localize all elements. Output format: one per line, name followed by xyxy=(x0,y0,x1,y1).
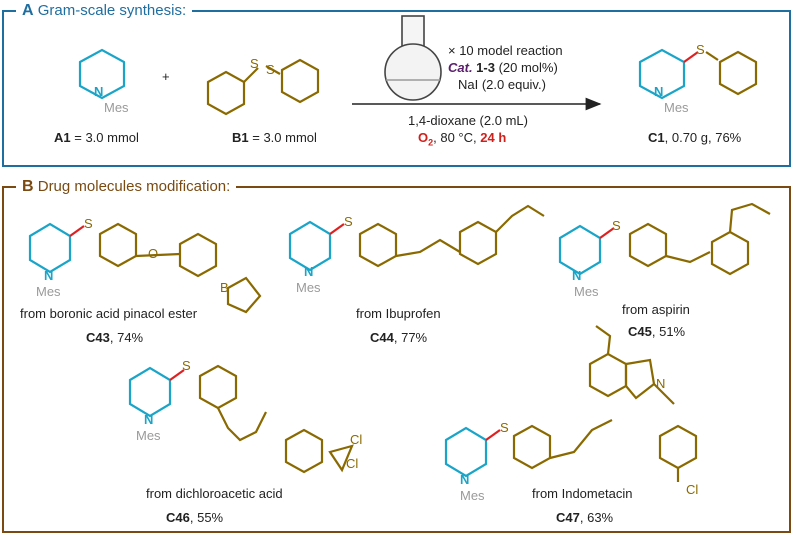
panel-b-title: B Drug molecules modification: xyxy=(16,178,237,196)
a1-nitrogen-label: N xyxy=(94,84,104,99)
c1-nitrogen-label: N xyxy=(654,84,664,99)
c45-yield: , 51% xyxy=(651,324,686,339)
a1-caption: A1 = 3.0 mmol xyxy=(54,130,139,145)
diphenyl-disulfide-b1 xyxy=(206,58,320,116)
c46-caption: C46, 55% xyxy=(166,510,223,525)
panel-a-frame xyxy=(2,10,791,167)
c1-code: C1 xyxy=(648,130,665,145)
c46-chlorine-2: Cl xyxy=(346,456,359,471)
c47-source: from Indometacin xyxy=(532,486,633,501)
molecule-c45 xyxy=(558,202,771,276)
c1-mes-label: Mes xyxy=(664,100,689,115)
molecule-c44 xyxy=(288,204,545,272)
plus-sign: + xyxy=(162,69,170,84)
condition-scale: × 10 model reaction xyxy=(448,43,563,58)
c44-source: from Ibuprofen xyxy=(356,306,441,321)
c44-nitrogen: N xyxy=(304,264,314,279)
molecule-c46 xyxy=(128,364,354,474)
c45-code: C45 xyxy=(628,324,652,339)
c1-yield: , 0.70 g, 76% xyxy=(664,130,742,145)
condition-nai: NaI (2.0 equiv.) xyxy=(458,77,546,92)
c46-source: from dichloroacetic acid xyxy=(146,486,283,501)
c44-caption: C44, 77% xyxy=(370,330,427,345)
a1-amount: = 3.0 mmol xyxy=(70,130,139,145)
c47-code: C47 xyxy=(556,510,580,525)
c46-code: C46 xyxy=(166,510,190,525)
c43-yield: , 74% xyxy=(109,330,144,345)
c43-source: from boronic acid pinacol ester xyxy=(20,306,198,321)
c43-boron: B xyxy=(220,280,229,295)
c43-caption: C43, 74% xyxy=(86,330,143,345)
c47-chlorine: Cl xyxy=(686,482,699,497)
b1-amount: = 3.0 mmol xyxy=(248,130,317,145)
flask-icon xyxy=(384,15,442,101)
condition-catalyst: Cat. 1-3 (20 mol%) xyxy=(448,60,558,75)
b1-sulfur-1: S xyxy=(250,56,259,71)
c45-source: from aspirin xyxy=(622,302,690,317)
piperidine-a1 xyxy=(78,48,126,100)
b1-caption: B1 = 3.0 mmol xyxy=(232,130,317,145)
a1-mes-label: Mes xyxy=(104,100,129,115)
c47-caption: C47, 63% xyxy=(556,510,613,525)
panel-a-title-text: Gram-scale synthesis: xyxy=(37,2,187,19)
c43-sulfur: S xyxy=(84,216,93,231)
o2-subscript: 2 xyxy=(428,137,434,148)
c45-mes: Mes xyxy=(574,284,599,299)
c45-nitrogen: N xyxy=(572,268,582,283)
a1-code: A1 xyxy=(54,130,71,145)
panel-b-title-text: Drug molecules modification: xyxy=(37,178,231,195)
c47-nitrogen: N xyxy=(460,472,470,487)
c46-chlorine-1: Cl xyxy=(350,432,363,447)
c44-code: C44 xyxy=(370,330,394,345)
c46-mes: Mes xyxy=(136,428,161,443)
catalyst-number: 1-3 xyxy=(472,60,495,75)
panel-a-letter: A xyxy=(22,2,34,19)
c47-sulfur: S xyxy=(500,420,509,435)
c43-nitrogen: N xyxy=(44,268,54,283)
c46-nitrogen: N xyxy=(144,412,154,427)
catalyst-cat: Cat. xyxy=(448,60,473,75)
product-c1 xyxy=(638,48,758,100)
c1-sulfur-label: S xyxy=(696,42,705,57)
panel-b-frame xyxy=(2,186,791,533)
c45-sulfur: S xyxy=(612,218,621,233)
temperature: , 80 °C, xyxy=(433,130,481,145)
b1-sulfur-2: S xyxy=(266,62,275,77)
condition-atmosphere: O2, 80 °C, 24 h xyxy=(418,130,506,148)
c47-indole-n: N xyxy=(656,376,666,391)
molecule-c47 xyxy=(444,325,698,482)
c45-caption: C45, 51% xyxy=(628,324,685,339)
panel-b-letter: B xyxy=(22,178,34,195)
c47-yield: , 63% xyxy=(579,510,614,525)
b1-code: B1 xyxy=(232,130,249,145)
panel-a-title: A Gram-scale synthesis: xyxy=(16,2,193,20)
c47-mes: Mes xyxy=(460,488,485,503)
c46-yield: , 55% xyxy=(189,510,224,525)
c46-sulfur: S xyxy=(182,358,191,373)
c43-code: C43 xyxy=(86,330,110,345)
c44-yield: , 77% xyxy=(393,330,428,345)
c1-caption: C1, 0.70 g, 76% xyxy=(648,130,741,145)
c44-sulfur: S xyxy=(344,214,353,229)
c44-mes: Mes xyxy=(296,280,321,295)
condition-solvent: 1,4-dioxane (2.0 mL) xyxy=(408,113,528,128)
catalyst-loading: (20 mol%) xyxy=(494,60,558,75)
c43-mes: Mes xyxy=(36,284,61,299)
reaction-time: 24 h xyxy=(480,130,507,145)
c43-oxygen: O xyxy=(148,246,159,261)
molecule-c43 xyxy=(28,222,262,314)
o2-label: O xyxy=(418,130,429,145)
